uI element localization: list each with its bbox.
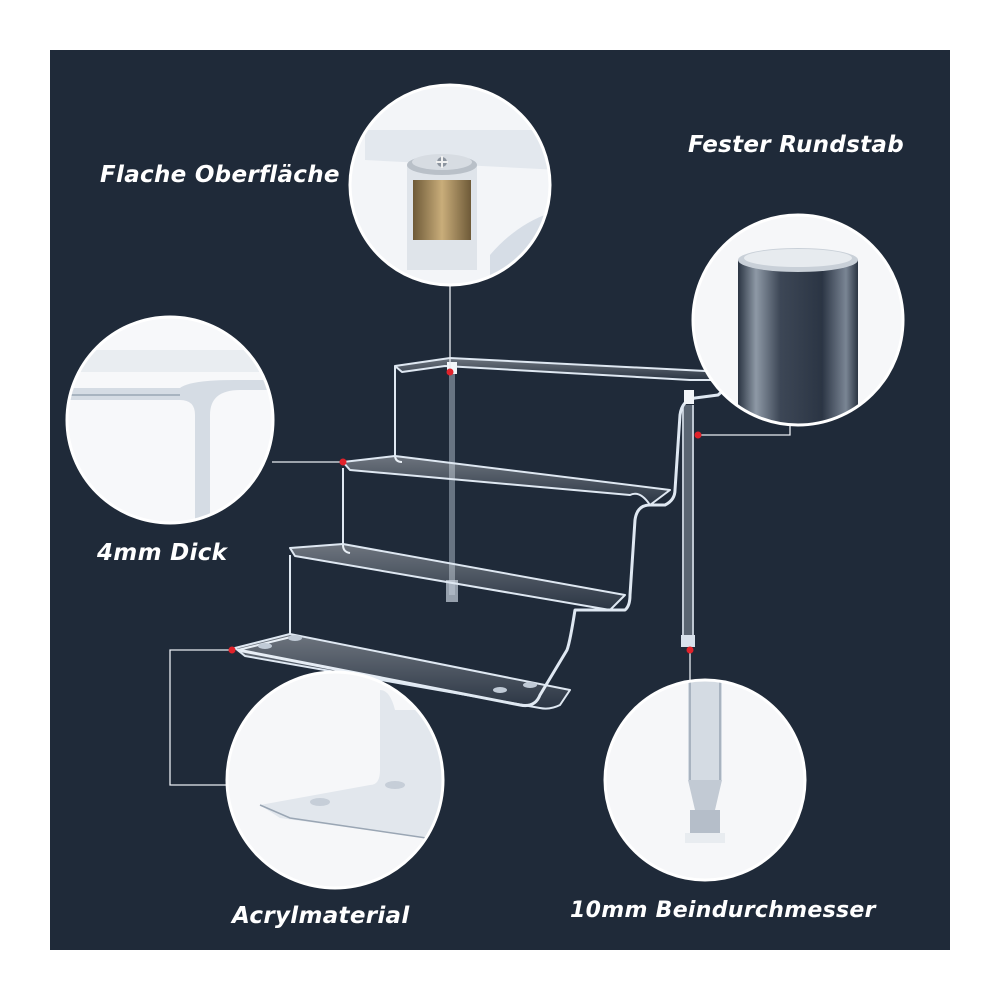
acrylic-riser-illustration [65, 83, 905, 890]
label-thickness: 4mm Dick [97, 540, 228, 566]
base-plate [234, 633, 571, 710]
front-leg [682, 405, 694, 645]
label-flat-surface: Flache Oberfläche [100, 162, 340, 188]
screw-top-icon [348, 83, 552, 287]
tread-two [289, 543, 626, 611]
product-infographic: Flache Oberfläche Fester Rundstab 4mm Di… [50, 50, 950, 950]
leg-foot-icon [603, 678, 807, 882]
shelf-edge-icon [65, 315, 275, 525]
stair-riser [234, 357, 727, 710]
tread-top [394, 357, 726, 381]
base-corner-icon [225, 670, 445, 890]
rod-cylinder-icon [691, 213, 905, 427]
marker-dots [228, 368, 702, 654]
label-solid-rod: Fester Rundstab [688, 132, 904, 158]
callout-lines [169, 285, 791, 786]
tread-three [342, 455, 671, 506]
label-material: Acrylmaterial [232, 903, 410, 929]
label-leg-diameter: 10mm Beindurchmesser [570, 898, 876, 923]
